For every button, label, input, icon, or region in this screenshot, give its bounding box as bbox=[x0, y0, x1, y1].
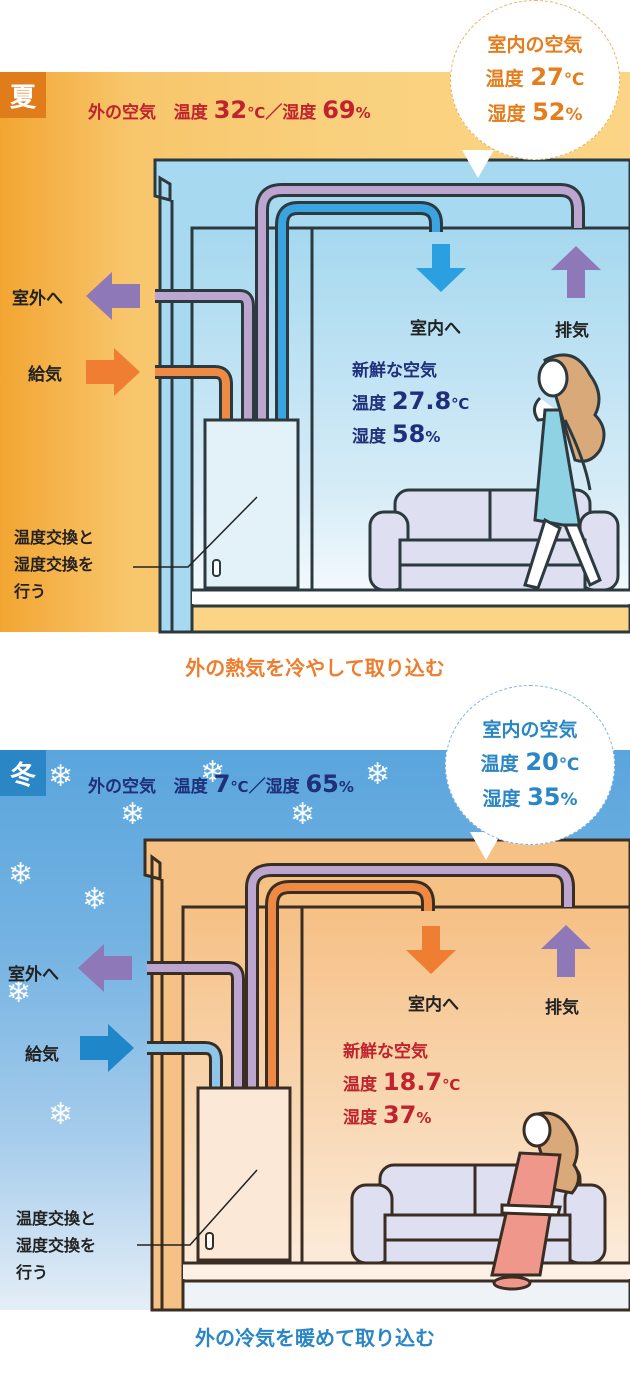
summer-to-indoor-arrow-icon bbox=[416, 244, 466, 292]
winter-caption: 外の冷気を暖めて取り込む bbox=[195, 1326, 435, 1350]
summer-ventilation-unit bbox=[203, 418, 300, 590]
winter-outside-temp-value: 7 bbox=[213, 770, 231, 798]
winter-woman-figure bbox=[490, 1111, 580, 1291]
snowflake-icon: ❄ bbox=[48, 1097, 74, 1132]
winter-indoor-air-bubble: 室内の空気 温度 20℃ 湿度 35% bbox=[445, 685, 615, 845]
summer-season-badge: 夏 bbox=[0, 72, 46, 118]
summer-label-to-outside: 室外へ bbox=[12, 289, 63, 309]
winter-season-badge: 冬 bbox=[0, 750, 46, 796]
summer-outside-label: 外の空気 bbox=[88, 103, 156, 123]
summer-outside-humidity-value: 69 bbox=[322, 96, 356, 124]
summer-bubble-tail bbox=[462, 150, 494, 178]
winter-fresh-air-info: 新鮮な空気 温度 18.7℃ 湿度 37% bbox=[343, 1042, 461, 1129]
winter-label-to-indoor: 室内へ bbox=[408, 995, 459, 1015]
winter-label-exhaust: 排気 bbox=[545, 998, 579, 1018]
winter-house-illustration bbox=[78, 838, 630, 1312]
snowflake-icon: ❄ bbox=[6, 975, 32, 1010]
summer-indoor-air-bubble: 室内の空気 温度 27℃ 湿度 52% bbox=[450, 0, 620, 160]
winter-exchange-label: 温度交換と 湿度交換を 行う bbox=[16, 1209, 97, 1282]
summer-outside-temp-value: 32 bbox=[213, 96, 248, 124]
snowflake-icon: ❄ bbox=[290, 797, 316, 832]
winter-supply-arrow-icon bbox=[80, 1024, 134, 1072]
summer-label-exhaust: 排気 bbox=[555, 321, 589, 341]
snowflake-icon: ❄ bbox=[200, 755, 226, 790]
winter-fresh-humidity-value: 37 bbox=[382, 1101, 417, 1129]
summer-bubble-humidity: 湿度 52% bbox=[487, 98, 583, 126]
summer-label-to-indoor: 室内へ bbox=[410, 319, 461, 339]
winter-to-indoor-arrow-icon bbox=[406, 926, 456, 974]
snowflake-icon: ❄ bbox=[365, 757, 391, 792]
winter-ventilation-unit bbox=[196, 1086, 292, 1262]
summer-bubble-temp: 温度 27℃ bbox=[485, 63, 585, 91]
summer-fresh-humidity-value: 58 bbox=[391, 420, 426, 448]
winter-bubble-humidity: 湿度 35% bbox=[482, 783, 578, 811]
winter-outside-label: 外の空気 bbox=[88, 777, 156, 797]
winter-to-outside-arrow-icon bbox=[78, 944, 132, 992]
summer-bubble-title: 室内の空気 bbox=[487, 34, 583, 56]
snowflake-icon: ❄ bbox=[120, 797, 146, 832]
winter-bubble-title: 室内の空気 bbox=[482, 719, 578, 741]
winter-label-supply: 給気 bbox=[25, 1045, 59, 1065]
summer-woman-figure bbox=[523, 353, 606, 590]
winter-outside-air-conditions: 外の空気 温度 7℃／湿度 65% bbox=[88, 770, 354, 798]
summer-to-outside-arrow-icon bbox=[86, 272, 140, 320]
snowflake-icon: ❄ bbox=[48, 759, 74, 794]
winter-bubble-temp: 温度 20℃ bbox=[480, 748, 580, 776]
snowflake-icon: ❄ bbox=[82, 882, 108, 917]
summer-fresh-temp-value: 27.8 bbox=[391, 387, 452, 415]
winter-label-to-outside: 室外へ bbox=[8, 965, 59, 985]
summer-exhaust-arrow-icon bbox=[551, 246, 601, 298]
summer-exchange-label: 温度交換と 湿度交換を 行う bbox=[14, 528, 95, 601]
summer-label-supply: 給気 bbox=[28, 365, 62, 385]
summer-house-illustration bbox=[86, 158, 630, 634]
summer-fresh-air-info: 新鮮な空気 温度 27.8℃ 湿度 58% bbox=[352, 361, 470, 448]
winter-exhaust-arrow-icon bbox=[541, 925, 591, 977]
summer-outside-air-conditions: 外の空気 温度 32℃／湿度 69% bbox=[88, 96, 371, 124]
winter-fresh-temp-value: 18.7 bbox=[382, 1068, 443, 1096]
summer-supply-arrow-icon bbox=[86, 348, 140, 396]
snowflake-icon: ❄ bbox=[8, 857, 34, 892]
summer-caption: 外の熱気を冷やして取り込む bbox=[185, 656, 445, 680]
winter-outside-humidity-value: 65 bbox=[305, 770, 339, 798]
